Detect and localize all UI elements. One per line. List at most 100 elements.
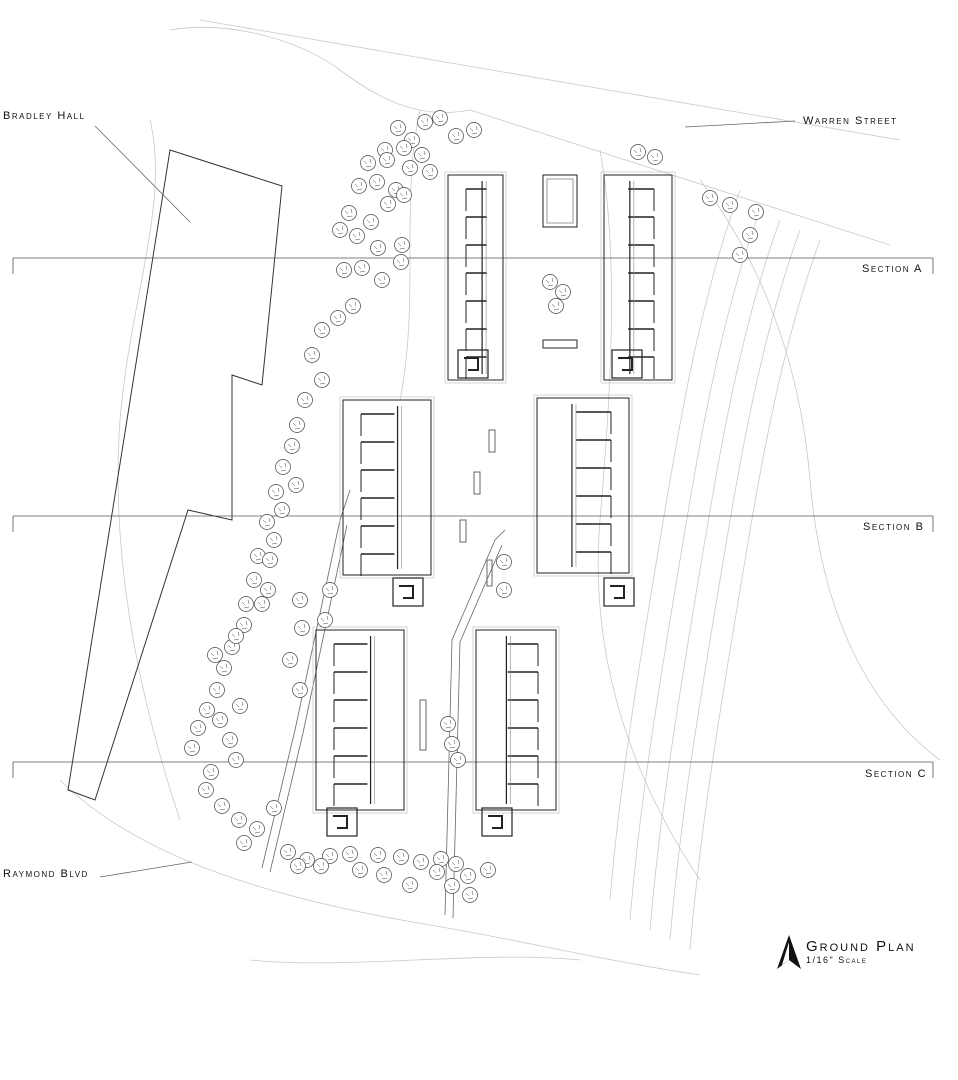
tree: [314, 372, 330, 388]
pavilion-bench: [542, 339, 578, 349]
tree-texture: [269, 803, 278, 813]
tree-texture: [307, 350, 316, 360]
tree: [448, 856, 464, 872]
tree-canopy: [413, 854, 429, 870]
stair-core: [392, 577, 424, 607]
tree-canopy: [433, 851, 449, 867]
tree-texture: [297, 623, 306, 633]
tree-texture: [325, 585, 334, 595]
tree-canopy: [742, 227, 758, 243]
tree-canopy: [496, 582, 512, 598]
tree-canopy: [259, 514, 275, 530]
building-outline: [475, 629, 557, 811]
plan-scale: 1/16" Scale: [806, 955, 868, 965]
tree-canopy: [236, 617, 252, 633]
tree-canopy: [274, 502, 290, 518]
tree: [349, 228, 365, 244]
tree-texture: [333, 313, 342, 323]
tree-texture: [363, 158, 372, 168]
tree-canopy: [268, 484, 284, 500]
stair-core: [611, 349, 643, 379]
contour-line: [609, 189, 741, 901]
tree-texture: [231, 631, 240, 641]
tree: [322, 582, 338, 598]
tree-canopy: [414, 147, 430, 163]
tree: [259, 514, 275, 530]
tree-texture: [295, 595, 304, 605]
tree: [203, 764, 219, 780]
tree: [396, 187, 412, 203]
tree-canopy: [297, 392, 313, 408]
tree-canopy: [702, 190, 718, 206]
tree: [294, 620, 310, 636]
tree-canopy: [314, 372, 330, 388]
tree-canopy: [647, 149, 663, 165]
tree: [290, 858, 306, 874]
tree-canopy: [440, 716, 456, 732]
label-section-c: Section C: [865, 768, 928, 780]
tree-texture: [372, 177, 381, 187]
tree-texture: [377, 275, 386, 285]
middle-building-east: [533, 394, 633, 577]
label-leaders: [94, 120, 796, 878]
tree-canopy: [249, 821, 265, 837]
tree: [199, 702, 215, 718]
tree-canopy: [555, 284, 571, 300]
building-offset: [600, 171, 676, 384]
tree: [289, 417, 305, 433]
tree-texture: [396, 257, 405, 267]
tree-texture: [202, 705, 211, 715]
tree: [480, 862, 496, 878]
tree: [280, 844, 296, 860]
stair-core: [481, 807, 513, 837]
tree: [440, 716, 456, 732]
tree-canopy: [246, 572, 262, 588]
tree-canopy: [390, 120, 406, 136]
tree-texture: [383, 199, 392, 209]
tree-canopy: [402, 160, 418, 176]
south-building-east: [472, 626, 560, 814]
tree-canopy: [466, 122, 482, 138]
tree-texture: [745, 230, 754, 240]
tree-texture: [283, 847, 292, 857]
label-warren-street: Warren Street: [803, 115, 898, 127]
building-offset: [339, 396, 435, 579]
tree-canopy: [317, 612, 333, 628]
tree-texture: [499, 557, 508, 567]
tree-canopy: [379, 152, 395, 168]
contour-line: [117, 119, 181, 821]
tree: [330, 310, 346, 326]
tree: [369, 174, 385, 190]
tree-canopy: [232, 698, 248, 714]
tree-texture: [373, 243, 382, 253]
tree-texture: [345, 849, 354, 859]
tree: [336, 262, 352, 278]
building-outline: [603, 174, 673, 381]
tree-canopy: [732, 247, 748, 263]
tree-texture: [545, 277, 554, 287]
tree-texture: [316, 861, 325, 871]
tree-canopy: [284, 438, 300, 454]
tree: [748, 204, 764, 220]
tree: [292, 592, 308, 608]
tree: [496, 554, 512, 570]
tree: [275, 459, 291, 475]
tree: [432, 110, 448, 126]
tree-canopy: [336, 262, 352, 278]
tree-texture: [420, 117, 429, 127]
tree-texture: [215, 715, 224, 725]
tree: [282, 652, 298, 668]
tree-canopy: [236, 835, 252, 851]
tree: [433, 851, 449, 867]
tree-texture: [725, 200, 734, 210]
tree: [209, 682, 225, 698]
tree: [342, 846, 358, 862]
tree-canopy: [207, 647, 223, 663]
tree-canopy: [480, 862, 496, 878]
tree-texture: [212, 685, 221, 695]
tree: [370, 240, 386, 256]
tree: [444, 736, 460, 752]
tree-texture: [355, 865, 364, 875]
tree-canopy: [314, 322, 330, 338]
tree-texture: [210, 650, 219, 660]
